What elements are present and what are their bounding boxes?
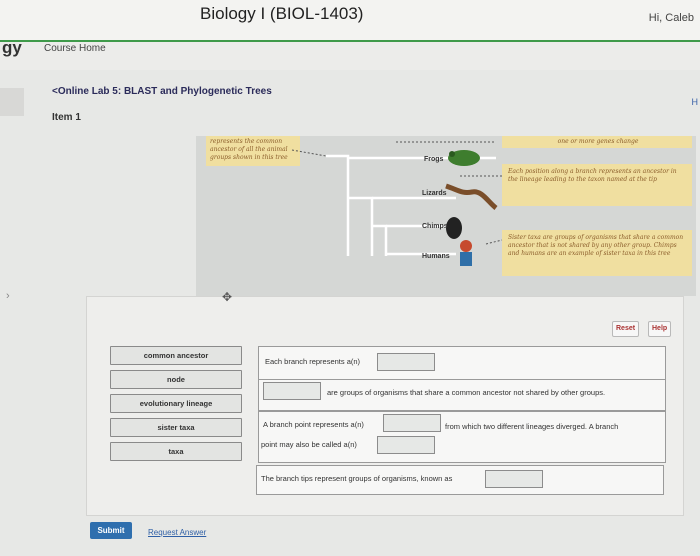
left-sidebar-strip [0,88,24,116]
drop-target-3[interactable] [383,414,441,432]
statement-2-text: are groups of organisms that share a com… [327,388,606,397]
drop-target-1[interactable] [377,353,435,371]
course-nav [0,42,700,70]
drop-target-4[interactable] [377,436,435,454]
request-answer-link[interactable]: Request Answer [148,528,207,537]
course-code: gy [2,38,22,57]
chip-sister-taxa[interactable]: sister taxa [110,418,242,437]
statement-2-box: are groups of organisms that share a com… [258,379,666,411]
lizard-illustration [445,183,498,210]
statement-3-box: A branch point represents a(n) from whic… [258,411,666,463]
human-illustration [460,240,472,252]
drop-target-2[interactable] [263,382,321,400]
statement-1-text: Each branch represents a(n) [265,357,361,366]
note-box-right-2 [502,230,692,276]
taxon-frogs: Frogs [424,156,444,163]
note-sister-taxa: Sister taxa are groups of organisms that… [508,234,684,257]
statement-3-text-b: from which two different lineages diverg… [445,422,619,431]
user-greeting[interactable]: Hi, Caleb [648,12,694,24]
item-title: Item 1 [52,112,81,123]
note-common-ancestor: represents the common ancestor of all th… [210,138,288,161]
note-box-right-1 [502,164,692,206]
submit-button[interactable]: Submit [90,522,132,539]
statement-4-text: The branch tips represent groups of orga… [261,474,453,483]
back-to-lab-link[interactable]: <Online Lab 5: BLAST and Phylogenetic Tr… [52,86,272,97]
frog-illustration [448,150,480,166]
tree-lines [291,141,503,266]
statement-4-box: The branch tips represent groups of orga… [256,465,664,495]
statement-3-text-c: point may also be called a(n) [261,440,357,449]
chip-taxa[interactable]: taxa [110,442,242,461]
taxon-lizards: Lizards [422,190,447,197]
note-box-left [206,136,300,166]
chimp-illustration [446,217,462,239]
drop-target-5[interactable] [485,470,543,488]
taxon-humans: Humans [422,253,450,260]
chip-common-ancestor[interactable]: common ancestor [110,346,242,365]
chevron-right-icon[interactable]: › [6,290,10,302]
chip-evolutionary-lineage[interactable]: evolutionary lineage [110,394,242,413]
right-panel-tab[interactable]: H [691,97,699,107]
taxon-chimps: Chimps [422,223,448,230]
move-icon[interactable]: ✥ [222,290,233,304]
top-bar: Biology I (BIOL-1403) Hi, Caleb [0,0,700,42]
statement-1-box: Each branch represents a(n) [258,346,666,382]
course-home-link[interactable]: Course Home [44,43,106,54]
chip-node[interactable]: node [110,370,242,389]
help-button[interactable]: Help [648,321,672,337]
reset-button[interactable]: Reset [612,321,640,337]
note-branch-position: Each position along a branch represents … [508,168,677,183]
phylogenetic-tree-figure: represents the common ancestor of all th… [196,136,696,296]
note-genes-change: one or more genes change [557,138,639,145]
note-box-top-right [502,136,692,148]
app-title: Biology I (BIOL-1403) [200,4,364,23]
statement-3-text-a: A branch point represents a(n) [263,420,364,429]
